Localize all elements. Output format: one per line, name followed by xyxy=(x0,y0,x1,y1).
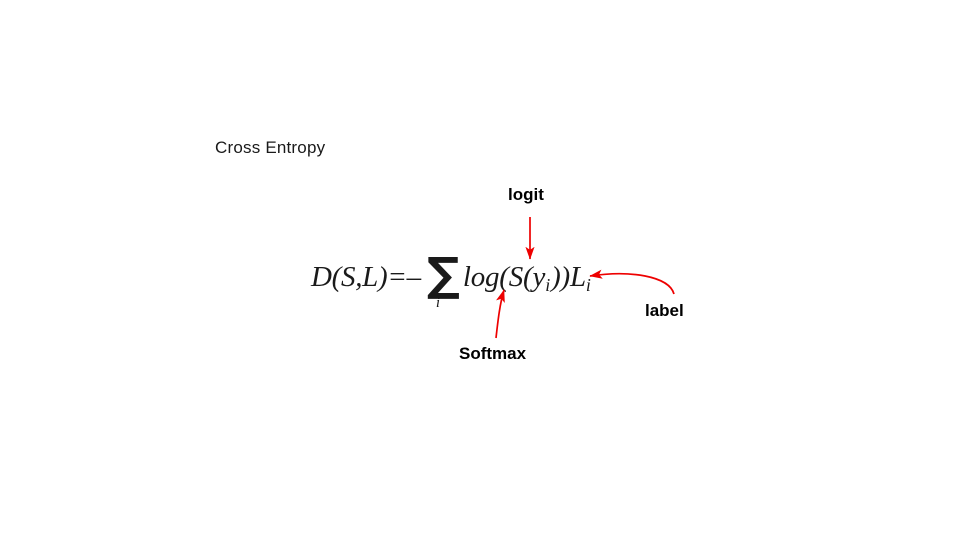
formula-left-hand-side: D(S,L)=– xyxy=(311,261,421,293)
annotation-softmax: Softmax xyxy=(459,344,527,363)
formula-subscript-i-2: i xyxy=(585,275,591,296)
page-title: Cross Entropy xyxy=(215,138,326,157)
arrow-softmax-to-term xyxy=(495,289,505,339)
cross-entropy-formula: D(S,L)=– ∑ i log(S(yi))Li xyxy=(311,247,592,310)
formula-log-softmax-term: log(S(y xyxy=(462,261,546,293)
formula-subscript-i-1: i xyxy=(545,275,550,296)
annotation-label: label xyxy=(645,301,684,320)
formula-right-hand-side: log(S(yi))Li xyxy=(462,261,592,296)
summation-index: i xyxy=(435,295,440,311)
annotation-logit: logit xyxy=(508,185,544,204)
arrow-label-to-term xyxy=(589,269,675,295)
formula-label-term: ))L xyxy=(551,261,586,293)
summation-group: ∑ i xyxy=(426,247,460,310)
summation-sigma-icon: ∑ xyxy=(426,247,460,301)
